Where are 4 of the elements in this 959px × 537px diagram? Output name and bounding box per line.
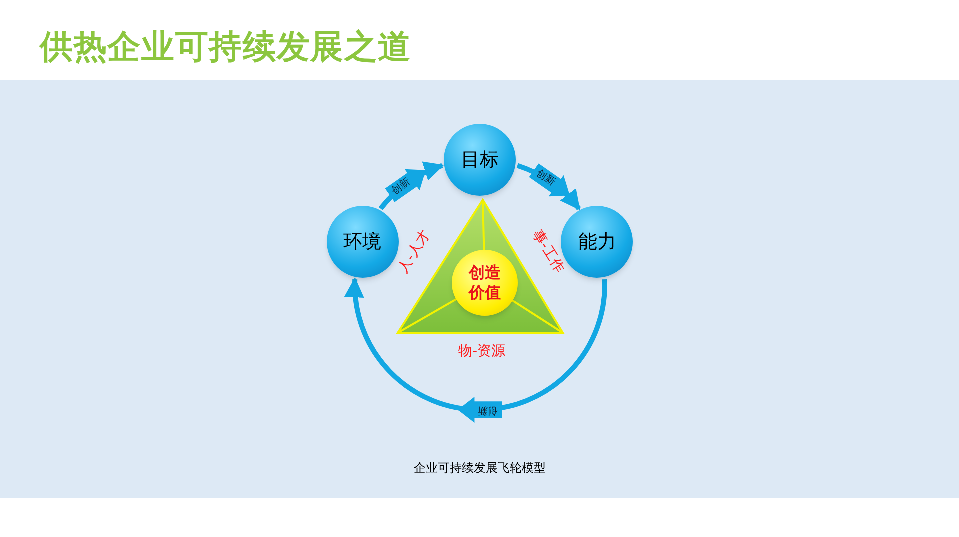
- caption: 企业可持续发展飞轮模型: [414, 460, 546, 477]
- side-label: 物-资源: [458, 342, 506, 362]
- arrow: [345, 278, 608, 412]
- title: 供热企业可持续发展之道: [40, 26, 412, 68]
